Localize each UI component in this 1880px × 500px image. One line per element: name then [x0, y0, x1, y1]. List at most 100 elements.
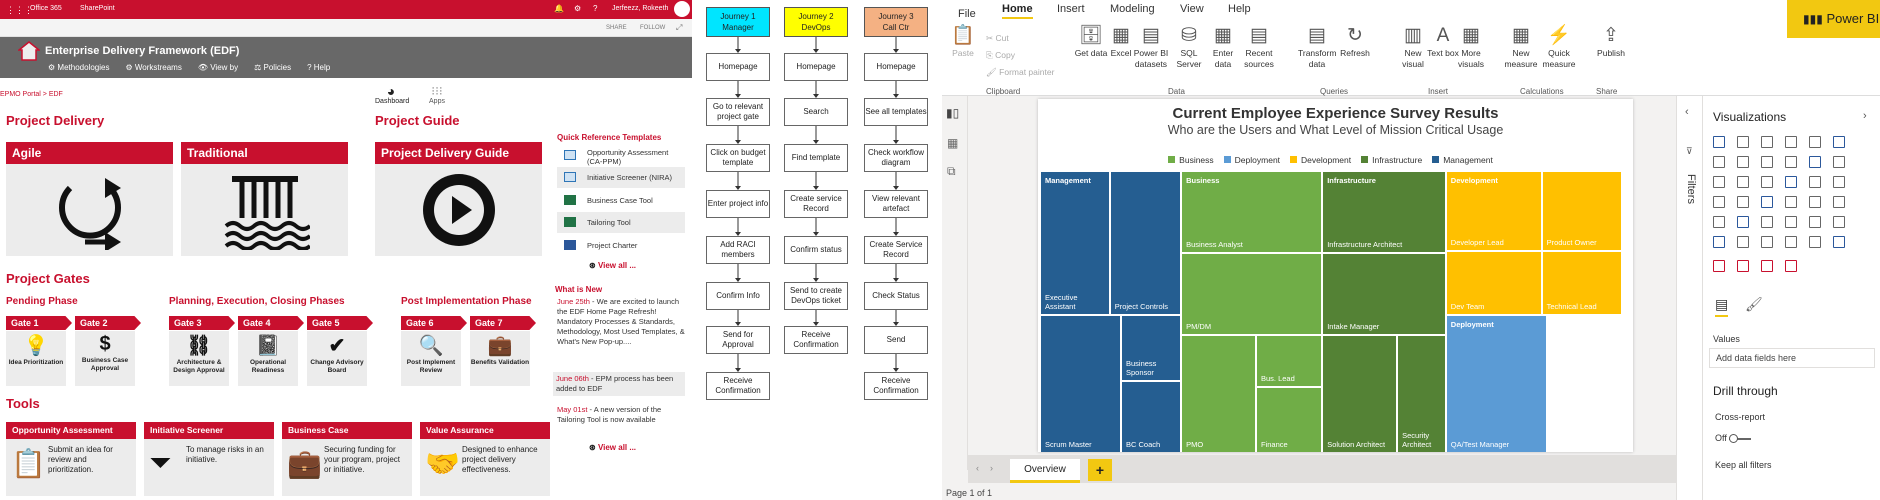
visual-type-icon[interactable]: [1761, 216, 1773, 228]
visual-type-icon[interactable]: [1737, 176, 1749, 188]
visual-type-icon[interactable]: [1713, 236, 1725, 248]
tool-title[interactable]: Initiative Screener: [144, 422, 274, 439]
data-button[interactable]: ⛁SQL Server: [1170, 24, 1208, 70]
collapse-icon[interactable]: ‹: [1685, 106, 1689, 118]
tab-help[interactable]: Help: [1228, 3, 1251, 15]
visual-type-icon[interactable]: [1833, 236, 1845, 248]
fields-tab-icon[interactable]: ▤: [1715, 296, 1729, 317]
gate-card[interactable]: 📓Operational Readiness: [238, 331, 298, 386]
visual-type-icon[interactable]: [1713, 196, 1725, 208]
quick-ref-item[interactable]: Opportunity Assessment (CA-PPM): [557, 145, 685, 166]
publish-button[interactable]: ⇪Publish: [1592, 24, 1630, 59]
gate-label[interactable]: Gate 1: [6, 316, 72, 330]
user-name[interactable]: Jerfeezz, Rokeeth: [612, 5, 669, 12]
quick-ref-item[interactable]: Initiative Screener (NIRA): [557, 167, 685, 188]
visual-type-icon[interactable]: [1785, 196, 1797, 208]
gate-card[interactable]: 🔍Post Implement Review: [401, 331, 461, 386]
report-canvas[interactable]: Current Employee Experience Survey Resul…: [1038, 99, 1633, 452]
queries-button[interactable]: ▤Transform data: [1298, 24, 1336, 70]
visual-type-icon[interactable]: [1737, 236, 1749, 248]
insert-button[interactable]: ▦More visuals: [1452, 24, 1490, 70]
data-button[interactable]: ▤Power BI datasets: [1132, 24, 1170, 70]
nav-methodologies[interactable]: ⚙ Methodologies: [48, 63, 110, 72]
visual-type-icon[interactable]: [1833, 136, 1845, 148]
visual-type-icon[interactable]: [1833, 196, 1845, 208]
tool-title[interactable]: Business Case: [282, 422, 412, 439]
format-tab-icon[interactable]: 🖌: [1745, 296, 1763, 312]
news-view-all[interactable]: ⊛ View all ...: [589, 443, 637, 452]
visual-type-icon[interactable]: [1809, 216, 1821, 228]
visual-type-icon[interactable]: [1785, 216, 1797, 228]
bell-icon[interactable]: 🔔: [554, 4, 564, 13]
format-painter-button[interactable]: 🖌 Format painter: [986, 67, 1055, 77]
tab-file[interactable]: File: [958, 8, 976, 20]
quick-ref-item[interactable]: Tailoring Tool: [557, 212, 685, 233]
next-page-icon[interactable]: ›: [990, 463, 993, 473]
tool-card[interactable]: 📋Submit an idea for review and prioritiz…: [6, 439, 136, 496]
share-link[interactable]: SHARE: [606, 25, 627, 31]
visual-type-icon[interactable]: [1785, 156, 1797, 168]
legend-item[interactable]: Deployment: [1223, 155, 1280, 165]
treemap-cell[interactable]: Bus. Lead: [1257, 336, 1322, 386]
apps-link[interactable]: ⁝⁝⁝Apps: [422, 84, 452, 105]
data-button[interactable]: ▦Excel: [1102, 24, 1140, 59]
treemap-cell[interactable]: PMO: [1182, 336, 1256, 452]
traditional-tile-title[interactable]: Traditional: [181, 142, 348, 164]
calc-button[interactable]: ⚡Quick measure: [1540, 24, 1578, 70]
visual-type-icon[interactable]: [1713, 136, 1725, 148]
follow-link[interactable]: FOLLOW: [640, 25, 666, 31]
insert-button[interactable]: ▥New visual: [1394, 24, 1432, 70]
visual-type-icon[interactable]: [1737, 136, 1749, 148]
model-view-icon[interactable]: ⧉: [947, 164, 956, 178]
gate-label[interactable]: Gate 4: [238, 316, 304, 330]
quick-ref-item[interactable]: Business Case Tool: [557, 190, 685, 211]
agile-tile-title[interactable]: Agile: [6, 142, 173, 164]
visual-type-icon[interactable]: [1809, 156, 1821, 168]
visual-type-icon[interactable]: [1809, 236, 1821, 248]
report-view-icon[interactable]: ▮▯: [946, 106, 960, 120]
nav-view-by[interactable]: 👁 View by: [197, 63, 239, 72]
visual-type-icon[interactable]: [1785, 136, 1797, 148]
gear-icon[interactable]: ⚙: [574, 4, 582, 13]
news-item[interactable]: May 01st - A new version of the Tailorin…: [557, 405, 662, 424]
office365-link[interactable]: Office 365: [30, 5, 62, 12]
treemap-cell[interactable]: Security Architect: [1398, 336, 1446, 452]
cut-button[interactable]: ✂ Cut: [986, 33, 1009, 43]
paste-button[interactable]: 📋Paste: [948, 24, 978, 59]
treemap-cell[interactable]: Scrum Master: [1041, 316, 1121, 452]
legend-item[interactable]: Business: [1168, 155, 1214, 165]
tool-card[interactable]: 💼Securing funding for your program, proj…: [282, 439, 412, 496]
add-fields-well[interactable]: Add data fields here: [1709, 348, 1875, 368]
calc-button[interactable]: ▦New measure: [1502, 24, 1540, 70]
treemap-cell[interactable]: Business Sponsor: [1122, 316, 1181, 380]
quick-ref-item[interactable]: Project Charter: [557, 235, 685, 256]
gate-label[interactable]: Gate 3: [169, 316, 235, 330]
custom-visual-icon[interactable]: [1785, 260, 1797, 272]
custom-visual-icon[interactable]: [1713, 260, 1725, 272]
visual-type-icon[interactable]: [1761, 156, 1773, 168]
gate-label[interactable]: Gate 6: [401, 316, 467, 330]
visual-type-icon[interactable]: [1833, 216, 1845, 228]
legend-item[interactable]: Infrastructure: [1361, 155, 1422, 165]
visual-type-icon[interactable]: [1809, 136, 1821, 148]
tab-home[interactable]: Home: [1002, 3, 1033, 19]
app-launcher-icon[interactable]: ⋮⋮⋮: [6, 5, 33, 15]
gate-card[interactable]: $Business Case Approval: [75, 331, 135, 386]
visual-type-icon[interactable]: [1833, 156, 1845, 168]
legend-item[interactable]: Development: [1290, 155, 1351, 165]
custom-visual-icon[interactable]: [1737, 260, 1749, 272]
tab-view[interactable]: View: [1180, 3, 1204, 15]
gate-label[interactable]: Gate 5: [307, 316, 373, 330]
visual-type-icon[interactable]: [1809, 176, 1821, 188]
visual-type-icon[interactable]: [1713, 176, 1725, 188]
gate-card[interactable]: 💡Idea Prioritization: [6, 331, 66, 386]
prev-page-icon[interactable]: ‹: [976, 463, 979, 473]
expand-icon[interactable]: ›: [1863, 110, 1867, 122]
news-item[interactable]: June 06th - EPM process has been added t…: [553, 372, 685, 396]
treemap-cell[interactable]: Project Controls: [1110, 172, 1181, 314]
